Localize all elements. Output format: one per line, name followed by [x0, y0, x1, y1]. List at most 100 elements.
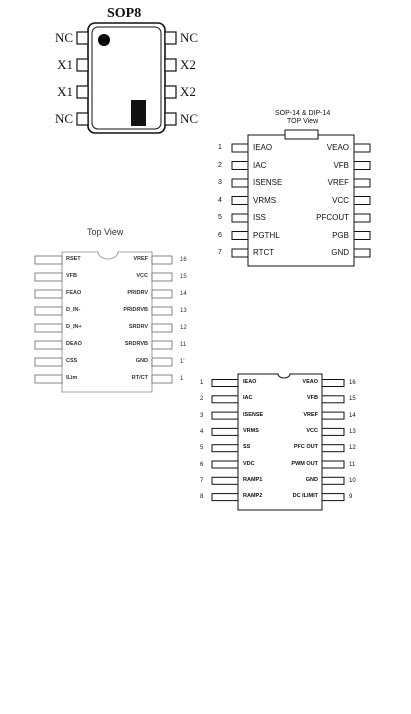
chip16b-left-pin [211, 493, 239, 502]
chip16b-pin-number: 16 [349, 380, 356, 386]
chip16b-left-pin [211, 460, 239, 469]
chip16a-right-pin-label: VREF [133, 256, 148, 262]
chip16a-right-pin-label: PRIDRVB [123, 307, 148, 313]
sop14-pin-number: 5 [218, 214, 222, 221]
sop8-right-pin-label: NC [180, 30, 199, 45]
chip16a-right-pin-label: GND [135, 358, 148, 364]
chip16a-pins [34, 255, 173, 384]
sop14-left-pin-label: IAC [253, 160, 267, 170]
chip16a-pin-number: 1 [180, 376, 184, 382]
chip16b-right-pin [321, 411, 345, 420]
chip16b-left-pin-label: VDC [243, 460, 255, 467]
sop14-left-pin [231, 248, 249, 258]
chip16a-left-pin [34, 374, 63, 384]
sop14-pin-number: 4 [218, 196, 222, 204]
chip16b-right-pin [321, 379, 345, 387]
sop14-left-pin-label: IEAO [253, 143, 273, 152]
chip16b-right-pin-label: DC ILIMIT [292, 493, 318, 500]
sop14-right-pin [353, 161, 371, 170]
chip16b-pin-number: 6 [200, 461, 204, 468]
sop14-left-pin [231, 161, 249, 170]
chip16b-pin-number: 13 [349, 428, 356, 435]
chip16a-pin-number: 1' [180, 359, 185, 365]
sop8-package [87, 22, 166, 134]
sop8-left-pin-label: NC [54, 111, 73, 126]
sop14-left-pin-label: VRMS [253, 195, 277, 205]
chip16b-pin-number: 11 [349, 461, 356, 468]
chip16b-right-pin [321, 444, 345, 453]
chip16a-right-pin [151, 255, 173, 265]
chip16a-left-pin-label: DEAO [66, 341, 82, 347]
sop14-right-pin-label: PGB [332, 230, 349, 240]
sop14-right-pin [353, 248, 371, 258]
sop14-right-pin [353, 231, 371, 240]
chip16a-right-pin [151, 306, 173, 316]
chip16a-pin-number: 16 [180, 257, 187, 263]
chip16b-left-pin-label: VRMS [243, 427, 259, 434]
sop14-package [247, 129, 355, 267]
sop14-left-pin-label: ISENSE [253, 178, 283, 187]
chip16b-pin-number: 15 [349, 396, 356, 403]
chip16a-left-pin [34, 340, 63, 350]
chip16a-pin-number: 13 [180, 308, 187, 314]
sop14-left-pin [231, 143, 249, 153]
chip16b-right-pin-label: VREF [303, 411, 318, 418]
sop8-left-pin-label: X1 [57, 57, 73, 72]
chip16a-left-pin-label: VFB [66, 273, 77, 279]
sop14-right-pin-label: VEAO [326, 143, 349, 152]
sop14-left-pin [231, 196, 249, 205]
sop14-right-pin-label: VREF [327, 178, 349, 187]
sop14-pin-number: 6 [218, 231, 222, 239]
chip16b-left-pin [211, 379, 239, 387]
chip16b-pin-number: 10 [349, 477, 356, 484]
chip16a-left-pin-label: FEAO [66, 290, 82, 296]
chip16b-left-pin [211, 444, 239, 453]
chip16b-right-pin [321, 460, 345, 469]
chip16a-pin-number: 11 [180, 342, 187, 348]
sop8-title: SOP8 [107, 6, 142, 21]
sop14-right-pin [353, 196, 371, 205]
sop8-pins [76, 31, 177, 126]
chip16b-left-pin-label: RAMP2 [243, 493, 263, 500]
sop14-right-pin [353, 178, 371, 188]
chip16a-right-pin-label: SRDRVB [124, 341, 148, 347]
sop8-right-pin-label: X2 [180, 57, 196, 72]
chip16a-right-pin-label: SRDRV [128, 324, 148, 330]
chip16b-left-pin-label: ISENSE [243, 411, 264, 418]
chip16b-pins [211, 379, 345, 502]
sop8-right-pin [164, 31, 177, 45]
chip16a-left-pin [34, 323, 63, 333]
chip16b-left-pin [211, 411, 239, 420]
chip16b-pin-number: 9 [349, 494, 353, 501]
chip16b-pin-number: 1 [200, 380, 204, 386]
sop14-pins [231, 143, 371, 258]
chip16a-left-pin-label: RSET [66, 256, 81, 262]
chip16b-pin-number: 3 [200, 412, 204, 419]
sop14-left-pin-label: ISS [253, 213, 266, 222]
chip16b-right-pin-label: GND [305, 476, 318, 483]
chip16b-left-pin-label: SS [243, 444, 251, 451]
sop14-pin-number: 7 [218, 249, 222, 256]
sop14-left-pin-label: PGTHL [253, 230, 280, 240]
sop8-left-pin [76, 58, 89, 72]
chip16b-right-pin [321, 493, 345, 502]
chip16a-pin-number: 15 [180, 274, 187, 280]
sop8-left-pin [76, 31, 89, 45]
sop14-right-pin [353, 143, 371, 153]
chip16b-pin-number: 14 [349, 412, 356, 419]
sop14-pin-number: 2 [218, 161, 222, 169]
chip16a-left-pin [34, 357, 63, 367]
chip16a-left-pin [34, 255, 63, 265]
chip16a-pin-number: 12 [180, 325, 187, 331]
sop8-right-pin [164, 112, 177, 126]
chip16b-left-pin [211, 395, 239, 404]
sop14-left-pin [231, 178, 249, 188]
chip16a-left-pin-label: D_IN+ [66, 324, 82, 330]
chip16a-right-pin [151, 374, 173, 384]
sop14-right-pin-label: GND [331, 248, 349, 257]
chip16a-right-pin [151, 272, 173, 282]
sop14-right-pin-label: VFB [333, 160, 349, 170]
chip16a-right-pin [151, 340, 173, 350]
chip16b-right-pin-label: VFB [307, 395, 318, 402]
chip16a-left-pin [34, 306, 63, 316]
